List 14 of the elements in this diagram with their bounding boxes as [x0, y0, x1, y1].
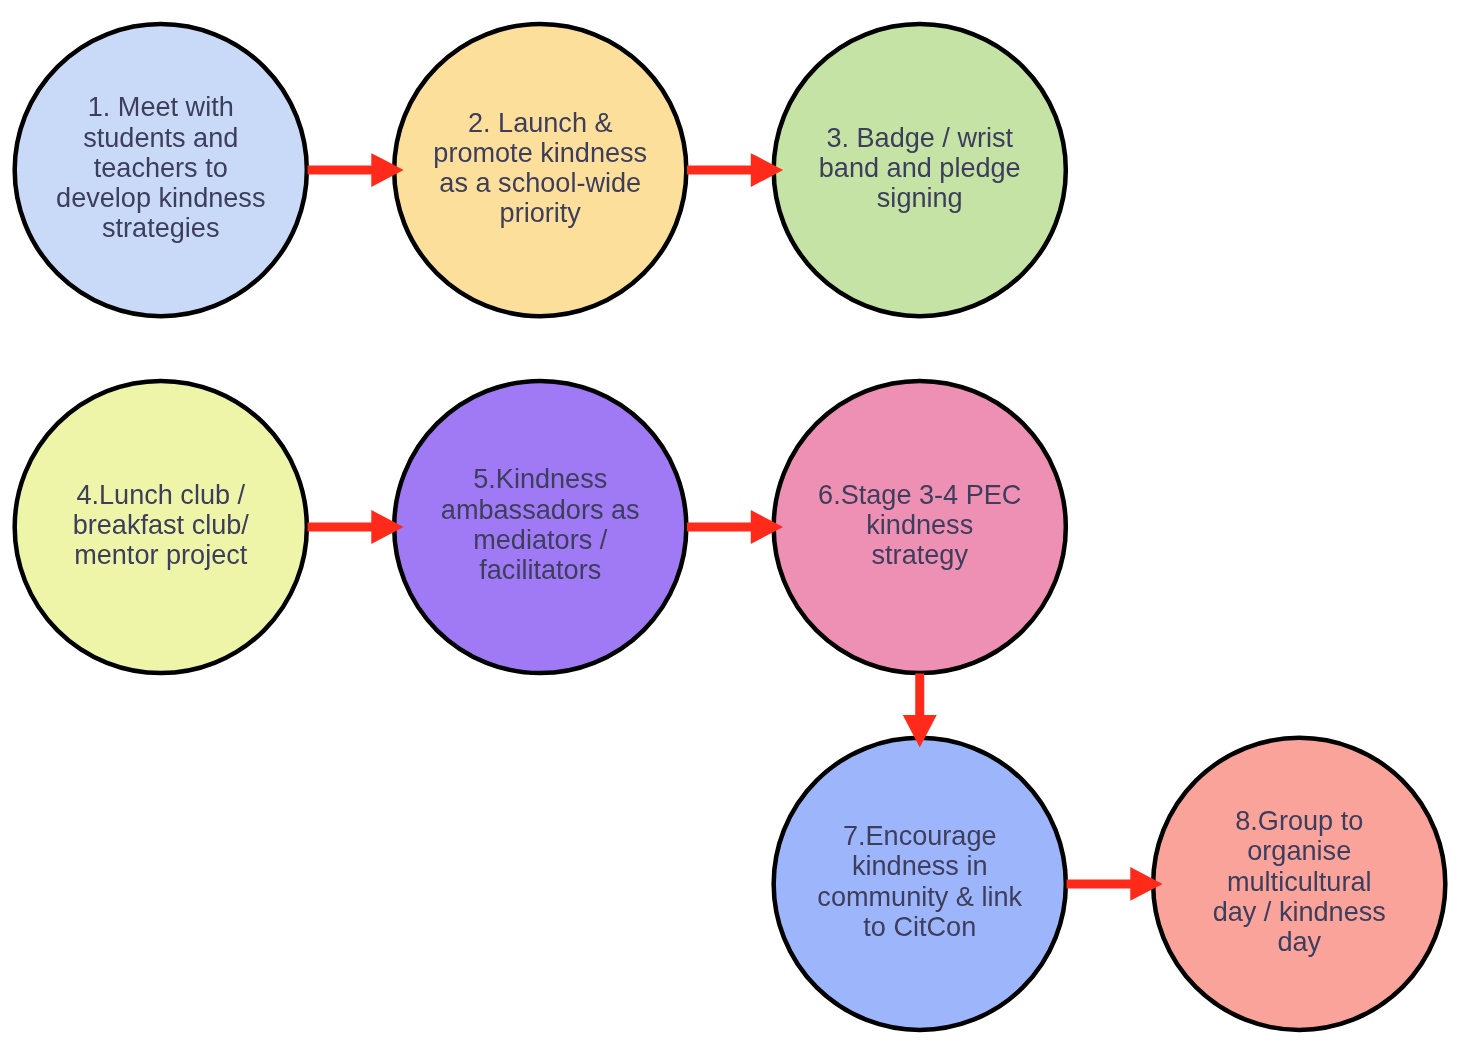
arrow — [687, 509, 784, 544]
node-circle: 3. Badge / wrist band and pledge signing — [771, 21, 1069, 318]
node-circle: 4.Lunch club / breakfast club/ mentor project — [12, 378, 310, 675]
arrow — [307, 152, 404, 187]
node-circle: 2. Launch & promote kindness as a school-wide priority — [391, 21, 689, 318]
node-circle: 7.Encourage kindness in community & link to CitCon — [771, 735, 1069, 1032]
node-circle: 8.Group to organise multicultural day / kindness day — [1150, 735, 1448, 1032]
arrow — [307, 509, 404, 544]
node-circle: 6.Stage 3-4 PEC kindness strategy — [771, 378, 1069, 675]
node-circle: 5.Kindness ambassadors as mediators / facilitators — [391, 378, 689, 675]
arrow — [1066, 866, 1163, 901]
arrow — [902, 672, 937, 747]
node-circle: 1. Meet with students and teachers to develop kindness strategies — [12, 21, 310, 318]
arrow — [687, 152, 784, 187]
